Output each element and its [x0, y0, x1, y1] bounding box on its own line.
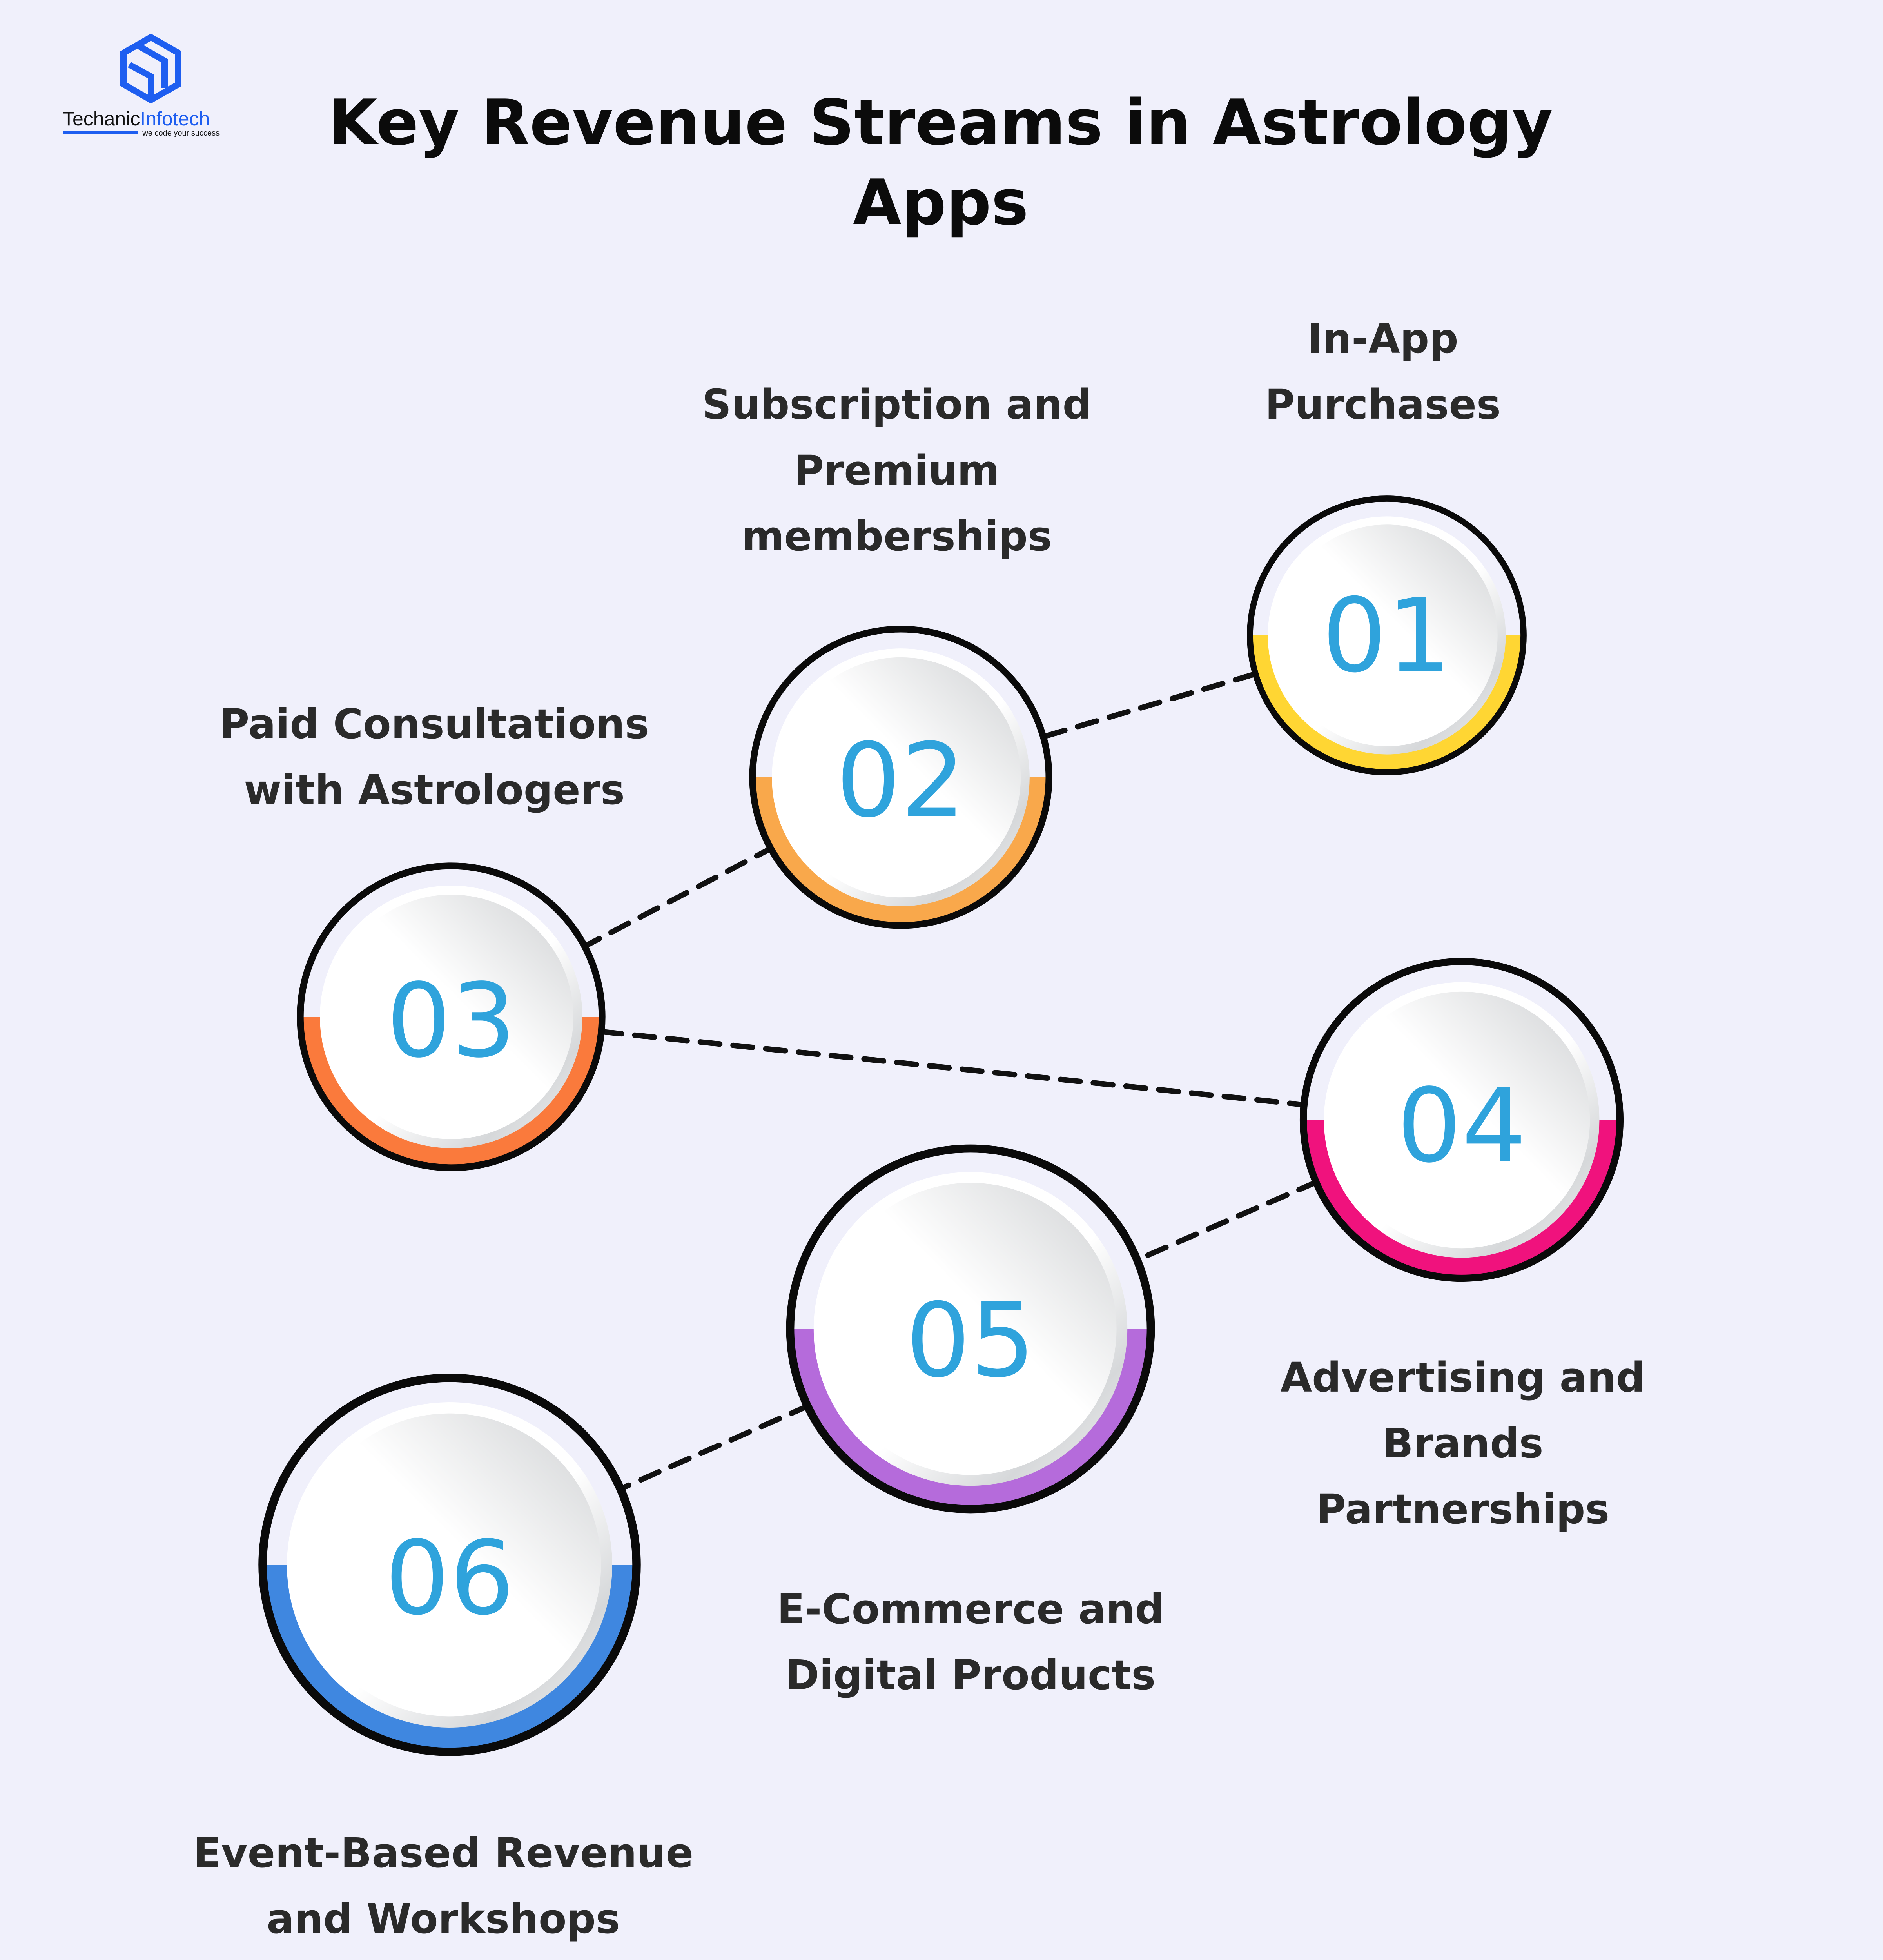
- stream-label-line: Partnerships: [1316, 1485, 1609, 1533]
- stream-label-line: Digital Products: [785, 1651, 1156, 1699]
- stream-label-line: In-App: [1307, 315, 1458, 363]
- node-disc: [1333, 991, 1590, 1249]
- node-border: [1247, 495, 1527, 775]
- stream-number: 01: [1322, 577, 1452, 695]
- node-border: [258, 1374, 641, 1756]
- stream-label-line: Subscription and: [702, 381, 1092, 428]
- logo-cube-icon: [120, 33, 181, 104]
- node-border: [1299, 958, 1624, 1282]
- node-disc: [298, 1413, 601, 1717]
- stream-label-line: and Workshops: [267, 1895, 620, 1943]
- stream-03: 03 Paid Consultations with Astrologers: [220, 700, 649, 1171]
- stream-label-line: Paid Consultations: [220, 700, 649, 748]
- connector-line-2: [581, 844, 777, 949]
- connector-line-1: [1040, 671, 1257, 740]
- connector-line-4: [1138, 1179, 1320, 1261]
- logo-tagline: we code your success: [142, 129, 220, 138]
- connector-line-3: [599, 1029, 1306, 1107]
- stream-label-line: Advertising and: [1281, 1354, 1645, 1401]
- stream-number: 06: [385, 1519, 515, 1638]
- logo-name: TechanicInfotech: [63, 108, 210, 130]
- node-border: [297, 862, 606, 1171]
- node-disc: [1276, 524, 1498, 746]
- stream-label-line: memberships: [742, 512, 1052, 560]
- node-border: [786, 1144, 1155, 1514]
- connectors: [581, 671, 1320, 1490]
- logo: TechanicInfotech we code your success: [63, 33, 220, 138]
- logo-name-part2: Infotech: [140, 108, 210, 130]
- node-disc: [329, 895, 573, 1139]
- stream-label-line: Purchases: [1265, 381, 1501, 428]
- page-title-line1: Key Revenue Streams in Astrology: [328, 86, 1553, 159]
- stream-label-line: Brands: [1382, 1419, 1543, 1467]
- stream-number: 04: [1397, 1067, 1527, 1185]
- node-border: [749, 626, 1052, 929]
- stream-number: 02: [836, 722, 966, 840]
- stream-label-line: Premium: [794, 446, 1000, 494]
- logo-underline: [63, 131, 138, 134]
- stream-number: 05: [906, 1282, 1036, 1400]
- logo-name-part1: Techanic: [63, 108, 140, 130]
- stream-label-line: Event-Based Revenue: [193, 1829, 693, 1877]
- node-disc: [780, 657, 1021, 898]
- stream-label-line: E-Commerce and: [777, 1585, 1164, 1633]
- connector-line-5: [620, 1403, 812, 1490]
- node-disc: [824, 1183, 1117, 1475]
- stream-label-line: with Astrologers: [244, 766, 625, 814]
- page-title-line2: Apps: [853, 166, 1029, 239]
- stream-number: 03: [386, 962, 516, 1080]
